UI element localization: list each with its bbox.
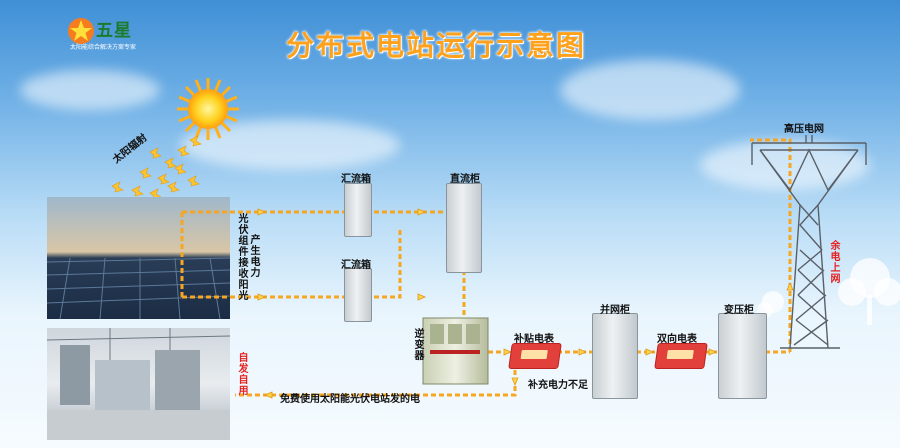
label-free-use: 免费使用太阳能光伏电站发的电 [280, 390, 420, 405]
combiner-box-2-cabinet [344, 268, 372, 322]
solar-farm-photo [47, 197, 230, 319]
label-generate: 产生电力 [246, 234, 261, 278]
transformer-cabinet [718, 313, 767, 399]
label-transformer-cabinet: 变压柜 [724, 301, 754, 316]
bidirectional-meter-device [654, 343, 708, 369]
combiner-box-1-cabinet [344, 183, 372, 237]
label-grid-cabinet: 并网柜 [600, 301, 630, 316]
label-inverter: 逆变器 [410, 328, 425, 361]
subsidy-meter-device [508, 343, 562, 369]
label-supplement: 补充电力不足 [528, 376, 588, 391]
factory-photo [47, 328, 230, 440]
label-surplus-to-grid: 余电上网 [826, 240, 841, 284]
label-dc-cabinet: 直流柜 [450, 170, 480, 185]
label-combiner-box-1: 汇流箱 [341, 170, 371, 185]
sun-icon [177, 78, 239, 140]
label-self-use: 自发自用 [234, 352, 249, 396]
label-subsidy-meter: 补贴电表 [514, 330, 554, 345]
flow-arrows [258, 209, 793, 398]
grid-connection-cabinet [592, 313, 638, 399]
dc-cabinet [446, 183, 482, 273]
inverter-cabinet [423, 318, 488, 384]
label-combiner-box-2: 汇流箱 [341, 256, 371, 271]
label-high-voltage-grid: 高压电网 [784, 120, 824, 135]
label-bidirectional-meter: 双向电表 [657, 330, 697, 345]
